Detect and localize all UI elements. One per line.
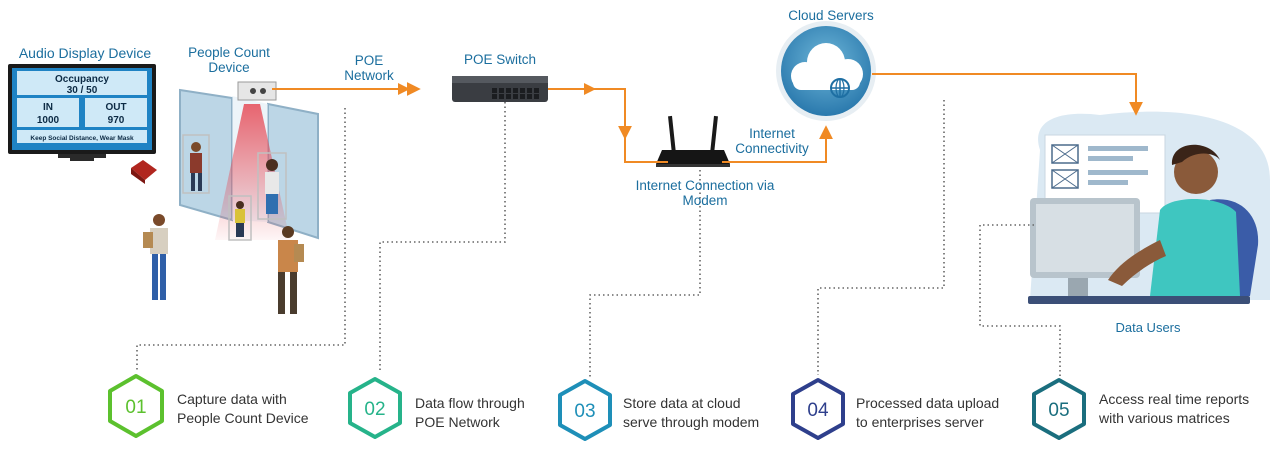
step-number-5: 05 bbox=[1048, 400, 1069, 421]
arrow-switch-to-modem bbox=[548, 88, 625, 137]
label-poe-switch: POE Switch bbox=[463, 52, 537, 67]
step-hexagon-2: 02 bbox=[348, 377, 402, 439]
step-text-3-line2: serve through modem bbox=[623, 414, 760, 430]
display-in-label: IN bbox=[43, 102, 53, 113]
step-text-2-line1: Data flow through bbox=[415, 395, 525, 411]
step-text-1-line2: People Count Device bbox=[177, 410, 309, 426]
cloud-servers-icon bbox=[776, 21, 876, 121]
step-text-2-line2: POE Network bbox=[415, 414, 500, 430]
audio-display-device: Occupancy 30 / 50 IN 1000 OUT 970 Keep S… bbox=[8, 64, 156, 161]
step-hexagon-3: 03 bbox=[558, 379, 612, 441]
step-number-2: 02 bbox=[364, 399, 385, 420]
connector-05 bbox=[979, 224, 1061, 376]
label-internet-connectivity: Internet Connectivity bbox=[735, 126, 809, 156]
step-text-5: Access real time reports with various ma… bbox=[1099, 390, 1274, 428]
poe-switch-device bbox=[452, 76, 548, 102]
step-number-1: 01 bbox=[125, 397, 146, 418]
dotted-connectors bbox=[136, 100, 1061, 378]
connector-01 bbox=[136, 108, 346, 370]
display-occupancy-label: Occupancy bbox=[55, 74, 109, 85]
flow-arrows bbox=[272, 73, 1143, 163]
arrow-cloud-to-users bbox=[872, 73, 1143, 116]
data-user-illustration bbox=[1028, 111, 1270, 304]
speaker-icon bbox=[131, 160, 157, 184]
label-cloud-servers: Cloud Servers bbox=[788, 8, 874, 23]
flow-arrowheads bbox=[398, 83, 596, 95]
display-in-value: 1000 bbox=[37, 115, 60, 126]
label-data-users: Data Users bbox=[1115, 320, 1181, 335]
step-hexagon-4: 04 bbox=[791, 378, 845, 440]
arrow-modem-to-cloud bbox=[624, 128, 826, 163]
connector-03 bbox=[589, 170, 701, 378]
step-text-5-line1: Access real time reports bbox=[1099, 391, 1250, 407]
modem-router-device bbox=[656, 115, 730, 167]
step-hexagon-5: 05 bbox=[1032, 378, 1086, 440]
display-out-value: 970 bbox=[108, 115, 125, 126]
step-text-4-line2: to enterprises server bbox=[856, 414, 984, 430]
connector-04 bbox=[817, 100, 945, 375]
step-text-4: Processed data upload to enterprises ser… bbox=[856, 394, 1026, 432]
step-text-4-line1: Processed data upload bbox=[856, 395, 1000, 411]
label-people-count-device: People Count Device bbox=[188, 45, 270, 75]
step-hexagon-1: 01 bbox=[108, 374, 164, 438]
step-text-5-line2: with various matrices bbox=[1099, 410, 1230, 426]
label-audio-display-device: Audio Display Device bbox=[18, 45, 152, 61]
display-out-label: OUT bbox=[105, 102, 126, 113]
connector-02 bbox=[379, 102, 506, 373]
display-occupancy-value: 30 / 50 bbox=[67, 85, 98, 96]
label-internet-connection: Internet Connection via Modem bbox=[635, 178, 775, 208]
step-text-1: Capture data with People Count Device bbox=[177, 390, 337, 428]
display-message: Keep Social Distance, Wear Mask bbox=[30, 135, 134, 142]
step-text-3: Store data at cloud serve through modem bbox=[623, 394, 783, 432]
step-number-3: 03 bbox=[574, 401, 595, 422]
step-number-4: 04 bbox=[807, 400, 829, 421]
label-poe-network: POE Network bbox=[344, 53, 394, 83]
step-text-2: Data flow through POE Network bbox=[415, 394, 565, 432]
step-text-3-line1: Store data at cloud bbox=[623, 395, 741, 411]
step-text-1-line1: Capture data with bbox=[177, 391, 287, 407]
people-count-scene bbox=[143, 81, 319, 314]
